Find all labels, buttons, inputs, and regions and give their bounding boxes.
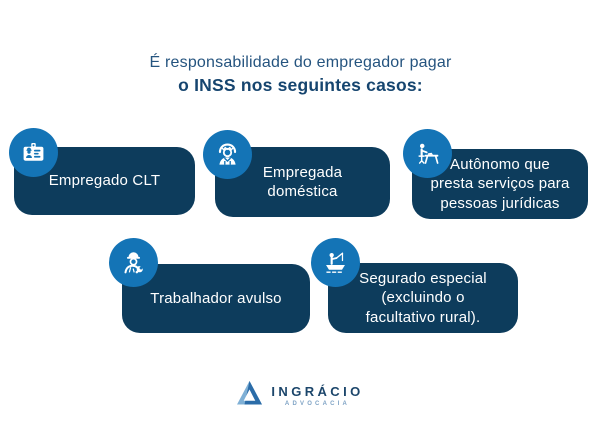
- worker-id-badge-icon: [9, 128, 58, 177]
- card-segurado-especial: Segurado especial (excluindo o facultati…: [311, 238, 518, 333]
- logo-name: INGRÁCIO: [271, 384, 364, 399]
- card-label: Trabalhador avulso: [150, 289, 282, 307]
- maid-icon: [203, 130, 252, 179]
- desk-worker-icon: [403, 129, 452, 178]
- card-label: Empregada doméstica: [262, 163, 343, 200]
- card-label: Autônomo que presta serviços para pessoa…: [430, 156, 570, 212]
- card-empregado-clt: Empregado CLT: [9, 128, 195, 215]
- card-label: Empregado CLT: [48, 172, 161, 190]
- card-empregada-domestica: Empregada doméstica: [203, 130, 390, 217]
- logo-text: INGRÁCIO ADVOCACIA: [271, 384, 363, 407]
- page-title: É responsabilidade do empregador pagar o…: [0, 54, 601, 96]
- card-autonomo-pj: Autônomo que presta serviços para pessoa…: [403, 129, 588, 219]
- title-line-2: o INSS nos seguintes casos:: [178, 75, 423, 95]
- title-line-1: É responsabilidade do empregador pagar: [149, 54, 452, 71]
- ingracio-logo: INGRÁCIO ADVOCACIA: [0, 381, 601, 410]
- logo-subtitle: ADVOCACIA: [284, 401, 351, 407]
- card-trabalhador-avulso: Trabalhador avulso: [109, 238, 310, 333]
- construction-worker-icon: [109, 238, 158, 287]
- fisherman-icon: [311, 238, 360, 287]
- card-label: Segurado especial (excluindo o facultati…: [359, 270, 487, 326]
- triangle-logo-icon: [237, 381, 263, 410]
